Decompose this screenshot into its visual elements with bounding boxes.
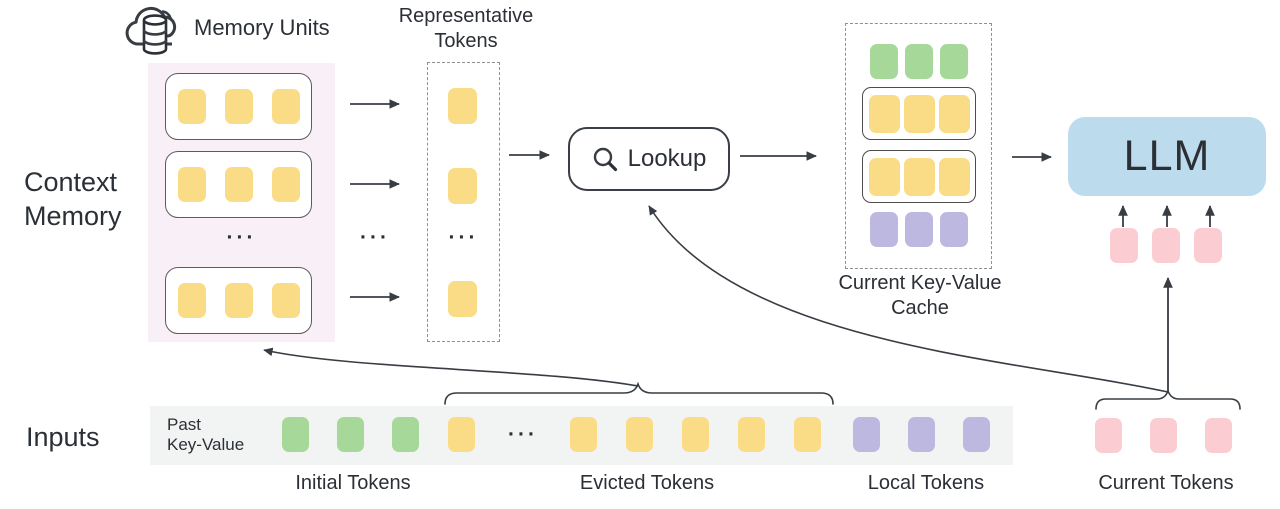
representative-tokens-label: Representative Tokens xyxy=(398,5,534,52)
green-token xyxy=(337,417,364,452)
brace-evicted-tokens xyxy=(444,381,834,405)
llm-box: LLM xyxy=(1068,117,1266,196)
yellow-token xyxy=(903,157,935,196)
representative-token xyxy=(448,168,477,204)
purple-token xyxy=(963,417,990,452)
representative-ellipsis: ··· xyxy=(448,226,479,249)
yellow-token xyxy=(868,157,900,196)
yellow-token xyxy=(682,417,709,452)
yellow-token xyxy=(271,89,300,124)
memory-unit-row xyxy=(165,267,312,334)
yellow-token xyxy=(570,417,597,452)
curve-evicted-to-memory xyxy=(263,347,639,387)
context-memory-label: Context Memory xyxy=(24,167,122,231)
current-tokens-label: Current Tokens xyxy=(1098,472,1234,494)
memory-unit-row xyxy=(165,73,312,140)
yellow-token xyxy=(626,417,653,452)
green-token xyxy=(939,44,968,79)
purple-token xyxy=(869,212,898,247)
yellow-token xyxy=(448,417,475,452)
pink-token xyxy=(1205,418,1232,453)
pink-token xyxy=(1095,418,1122,453)
yellow-token xyxy=(271,167,300,202)
yellow-token xyxy=(177,89,206,124)
evicted-tokens-group xyxy=(448,417,475,452)
yellow-token xyxy=(448,281,477,317)
memory-unit-row xyxy=(165,151,312,218)
green-token xyxy=(282,417,309,452)
purple-token xyxy=(908,417,935,452)
yellow-token xyxy=(794,417,821,452)
current-kv-cache-box xyxy=(845,23,992,269)
lookup-box: Lookup xyxy=(568,127,730,191)
green-token xyxy=(869,44,898,79)
current-kv-cache-label: Current Key-Value Cache xyxy=(838,272,1002,319)
between-ellipsis: ··· xyxy=(360,226,390,249)
pink-token xyxy=(1110,228,1138,263)
initial-tokens-label: Initial Tokens xyxy=(295,472,411,494)
yellow-token xyxy=(271,283,300,318)
green-token xyxy=(392,417,419,452)
llm-current-input-tokens xyxy=(1110,228,1222,263)
cloud-database-icon xyxy=(124,3,186,57)
yellow-token xyxy=(448,168,477,204)
pink-token xyxy=(1150,418,1177,453)
cache-initial-row xyxy=(846,44,991,79)
purple-token xyxy=(853,417,880,452)
evicted-tokens-group xyxy=(570,417,821,452)
local-tokens-label: Local Tokens xyxy=(867,472,985,494)
pink-token xyxy=(1194,228,1222,263)
yellow-token xyxy=(903,94,935,133)
past-key-value-label: Past Key-Value xyxy=(167,415,245,454)
bar-ellipsis: ··· xyxy=(508,423,538,446)
yellow-token xyxy=(868,94,900,133)
yellow-token xyxy=(177,283,206,318)
yellow-token xyxy=(224,89,253,124)
search-icon xyxy=(592,146,619,173)
cache-local-row xyxy=(846,212,991,247)
llm-label: LLM xyxy=(1123,132,1211,180)
representative-token xyxy=(448,88,477,124)
green-token xyxy=(904,44,933,79)
lookup-label: Lookup xyxy=(627,145,707,172)
representative-token xyxy=(448,281,477,317)
cache-retrieved-row xyxy=(862,87,976,140)
pink-token xyxy=(1152,228,1180,263)
representative-tokens-box: ··· xyxy=(427,62,500,342)
yellow-token xyxy=(177,167,206,202)
current-tokens-group xyxy=(1095,418,1232,453)
purple-token xyxy=(904,212,933,247)
memory-units-label: Memory Units xyxy=(194,15,330,40)
past-kv-bar: Past Key-Value ··· xyxy=(150,406,1013,465)
yellow-token xyxy=(224,167,253,202)
brace-current-tokens xyxy=(1095,388,1241,410)
inputs-label: Inputs xyxy=(26,422,100,452)
context-memory-panel: ··· xyxy=(148,63,335,342)
yellow-token xyxy=(224,283,253,318)
yellow-token xyxy=(738,417,765,452)
cache-retrieved-row xyxy=(862,150,976,203)
initial-tokens-group xyxy=(282,417,419,452)
yellow-token xyxy=(938,94,970,133)
local-tokens-group xyxy=(853,417,990,452)
yellow-token xyxy=(448,88,477,124)
yellow-token xyxy=(938,157,970,196)
memory-panel-ellipsis: ··· xyxy=(226,226,257,249)
evicted-tokens-label: Evicted Tokens xyxy=(579,472,715,494)
purple-token xyxy=(939,212,968,247)
